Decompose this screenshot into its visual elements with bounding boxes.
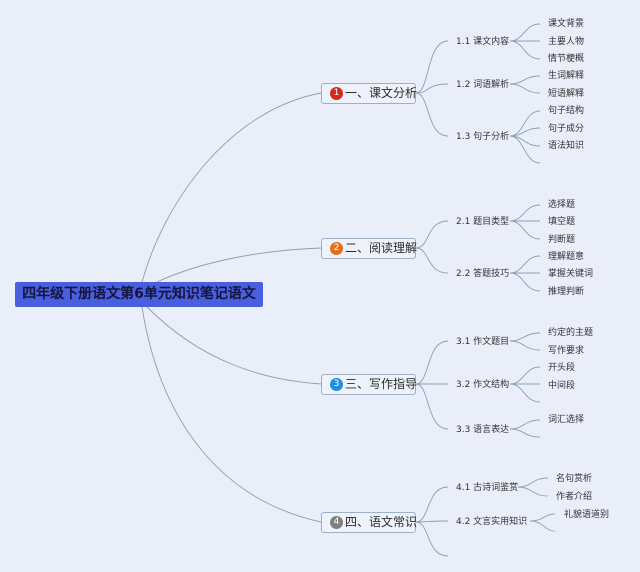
leaf-node[interactable]: 句子结构	[548, 106, 585, 116]
topic-node-1[interactable]: 1 一、课文分析	[321, 83, 418, 104]
number-badge-icon: 3	[330, 378, 343, 391]
leaf-node[interactable]: 作者介绍	[556, 492, 593, 502]
topic-node-4[interactable]: 4 四、语文常识	[321, 512, 418, 533]
root-node[interactable]: 四年级下册语文第6单元知识笔记语文	[15, 282, 263, 307]
subtopic-3-3[interactable]: 3.3 语言表达	[456, 425, 510, 435]
leaf-node[interactable]: 填空题	[548, 217, 576, 227]
leaf-node[interactable]: 选择题	[548, 200, 576, 210]
leaf-node[interactable]: 开头段	[548, 363, 576, 373]
subtopic-1-3[interactable]: 1.3 句子分析	[456, 132, 510, 142]
topic-label: 二、阅读理解	[345, 241, 418, 255]
subtopic-2-1[interactable]: 2.1 题目类型	[456, 217, 510, 227]
leaf-node[interactable]: 掌握关键词	[548, 269, 594, 279]
leaf-node[interactable]: 词汇选择	[548, 415, 585, 425]
leaf-node[interactable]: 名句赏析	[556, 474, 593, 484]
subtopic-2-2[interactable]: 2.2 答题技巧	[456, 269, 510, 279]
leaf-node[interactable]: 写作要求	[548, 346, 585, 356]
leaf-node[interactable]: 判断题	[548, 235, 576, 245]
leaf-node[interactable]: 语法知识	[548, 141, 585, 151]
leaf-node[interactable]: 生词解释	[548, 71, 585, 81]
topic-label: 一、课文分析	[345, 86, 418, 100]
topic-node-3[interactable]: 3 三、写作指导	[321, 374, 418, 395]
number-badge-icon: 1	[330, 87, 343, 100]
subtopic-1-1[interactable]: 1.1 课文内容	[456, 37, 510, 47]
topic-node-2[interactable]: 2 二、阅读理解	[321, 238, 418, 259]
subtopic-3-2[interactable]: 3.2 作文结构	[456, 380, 510, 390]
leaf-node[interactable]: 主要人物	[548, 37, 585, 47]
leaf-node[interactable]: 课文背景	[548, 19, 585, 29]
subtopic-3-1[interactable]: 3.1 作文题目	[456, 337, 510, 347]
leaf-node[interactable]: 短语解释	[548, 89, 585, 99]
leaf-node[interactable]: 礼貌语道别	[564, 510, 610, 520]
number-badge-icon: 4	[330, 516, 343, 529]
topic-label: 四、语文常识	[345, 515, 418, 529]
leaf-node[interactable]: 情节梗概	[548, 54, 585, 64]
leaf-node[interactable]: 句子成分	[548, 124, 585, 134]
subtopic-4-1[interactable]: 4.1 古诗词鉴赏	[456, 483, 519, 493]
subtopic-4-2[interactable]: 4.2 文言实用知识	[456, 517, 528, 527]
leaf-node[interactable]: 推理判断	[548, 287, 585, 297]
subtopic-1-2[interactable]: 1.2 词语解析	[456, 80, 510, 90]
number-badge-icon: 2	[330, 242, 343, 255]
topic-label: 三、写作指导	[345, 377, 418, 391]
leaf-node[interactable]: 约定的主题	[548, 328, 594, 338]
leaf-node[interactable]: 理解题意	[548, 252, 585, 262]
leaf-node[interactable]: 中间段	[548, 381, 576, 391]
